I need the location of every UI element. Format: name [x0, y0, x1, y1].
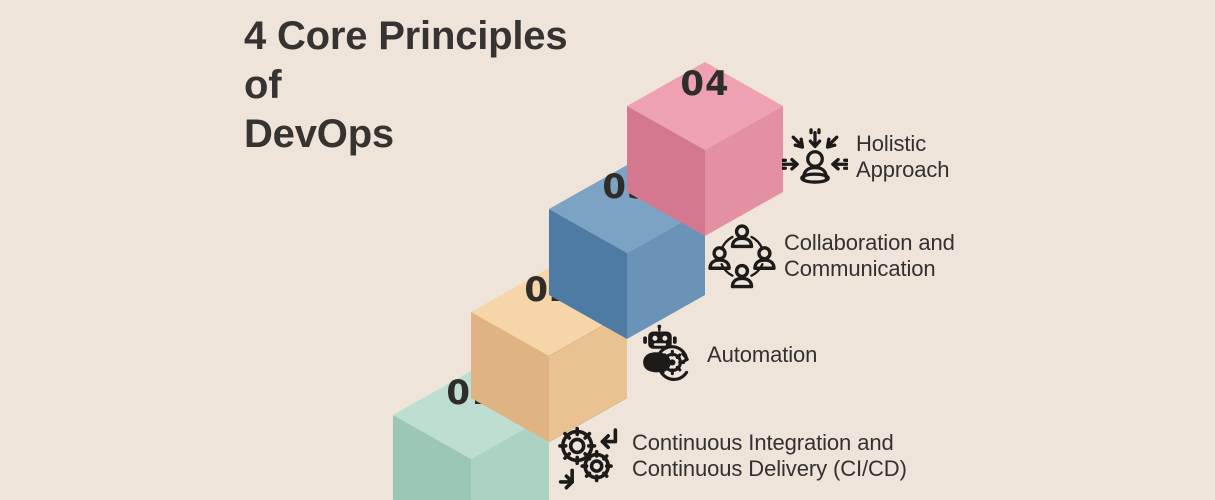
cube-number-04: 04 [680, 64, 729, 104]
step-label-text-04: Holistic Approach [856, 131, 950, 182]
step-label-text-02: Automation [707, 342, 818, 368]
gears-cycle-icon [552, 420, 624, 492]
step-label-text-01: Continuous Integration and Continuous De… [632, 430, 907, 481]
person-inward-arrows-icon [781, 126, 849, 188]
step-label-03[interactable]: Collaboration and Communication [708, 222, 955, 290]
cube-step-02[interactable]: 02 [471, 268, 627, 442]
step-label-text-03: Collaboration and Communication [784, 230, 955, 281]
cube-step-04[interactable]: 04 [627, 62, 783, 236]
people-network-icon [708, 222, 776, 290]
step-label-04[interactable]: Holistic Approach [781, 126, 950, 188]
robot-gear-icon [637, 324, 699, 386]
step-label-01[interactable]: Continuous Integration and Continuous De… [552, 420, 907, 492]
step-label-02[interactable]: Automation [637, 324, 817, 386]
